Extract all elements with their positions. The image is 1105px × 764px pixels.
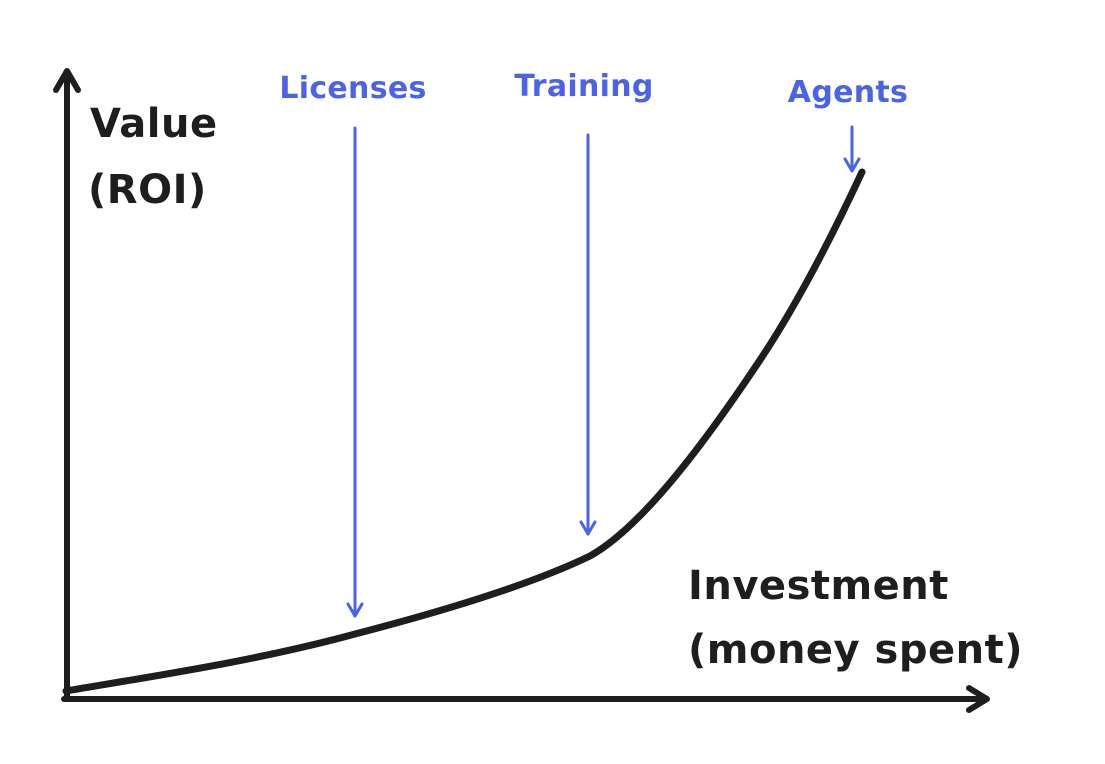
agents-arrowhead-icon: [843, 157, 861, 173]
y-axis-arrowhead-icon: [53, 68, 81, 93]
x-axis-arrowhead-icon: [966, 685, 990, 713]
x-axis: [61, 685, 990, 713]
annotation-agents-label: Agents: [787, 75, 909, 110]
y-axis: [53, 68, 81, 700]
y-axis-label-line1: Value: [90, 101, 218, 147]
annotation-licenses-label: Licenses: [279, 71, 427, 106]
training-arrow: [579, 133, 597, 536]
x-axis-label-line1: Investment: [688, 563, 949, 609]
training-arrowhead-icon: [579, 520, 597, 536]
agents-arrow: [843, 125, 861, 173]
annotation-training-label: Training: [514, 69, 654, 104]
licenses-arrowhead-icon: [346, 602, 364, 618]
y-axis-label-line2: (ROI): [88, 167, 207, 213]
x-axis-label-line2: (money spent): [688, 627, 1023, 673]
roi-curve: [62, 168, 866, 695]
licenses-arrow: [346, 126, 364, 618]
